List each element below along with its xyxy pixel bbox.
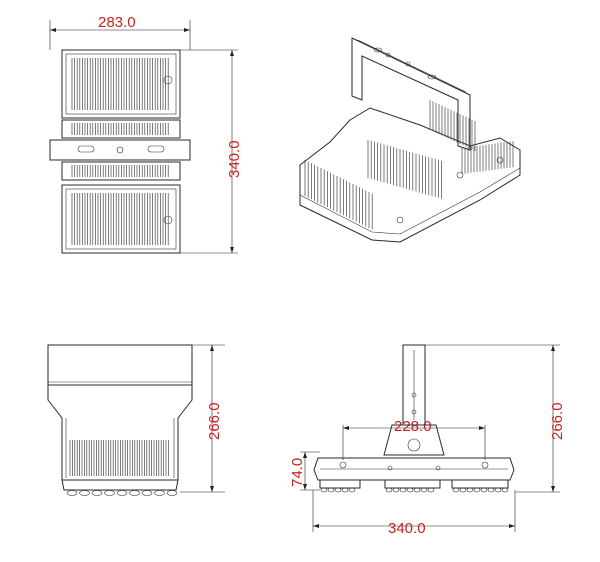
dim-front-height: 266.0 bbox=[206, 402, 223, 440]
side-view: 266.0 228.0 74.0 340.0 bbox=[289, 344, 566, 537]
dim-side-height: 266.0 bbox=[549, 402, 566, 440]
dim-side-width: 340.0 bbox=[388, 520, 426, 537]
dim-side-spacing: 228.0 bbox=[394, 418, 432, 435]
dim-top-height: 340.0 bbox=[226, 140, 243, 178]
isometric-view bbox=[299, 37, 521, 243]
dim-top-width: 283.0 bbox=[98, 14, 136, 31]
dim-side-depth: 74.0 bbox=[289, 458, 306, 487]
top-view: 283.0 340.0 bbox=[49, 14, 243, 254]
front-view: 266.0 bbox=[47, 344, 225, 496]
